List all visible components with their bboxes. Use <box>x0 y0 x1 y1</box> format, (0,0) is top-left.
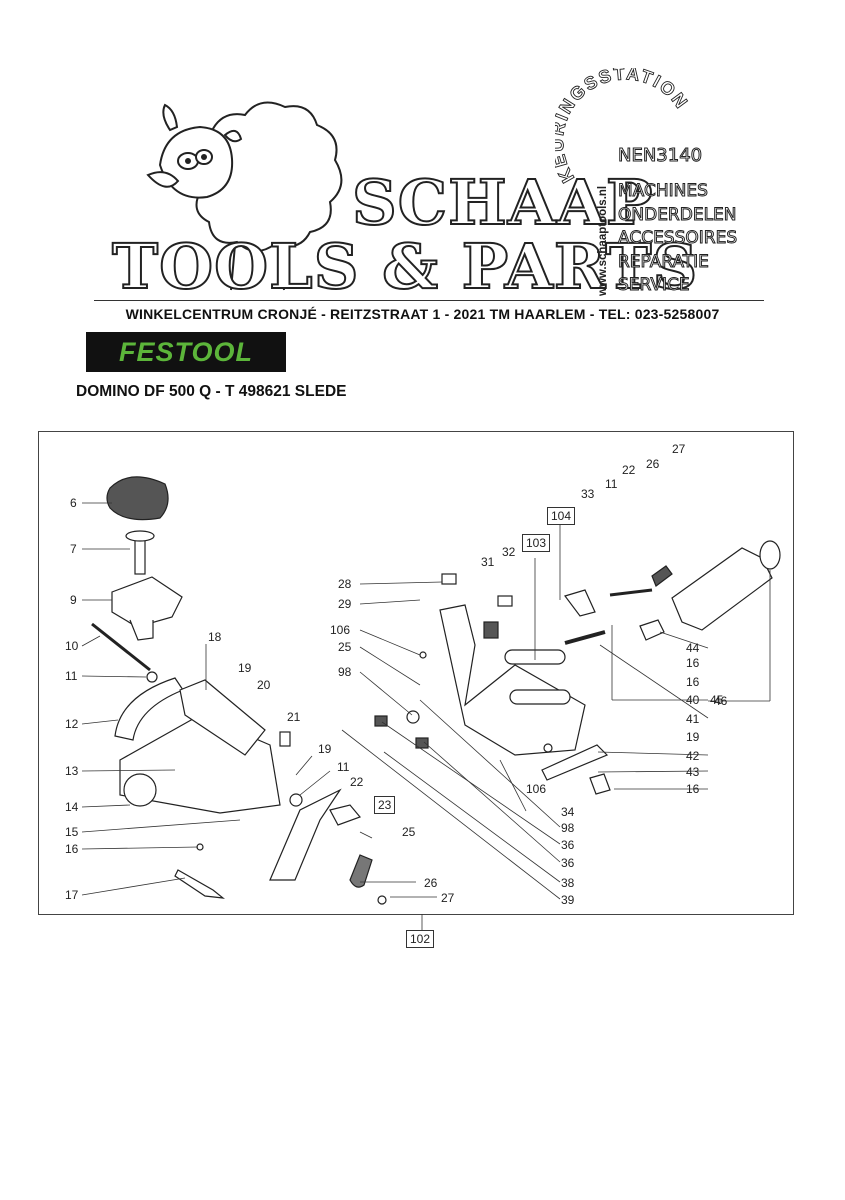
part-label: 41 <box>686 712 700 726</box>
part-label: 12 <box>65 717 79 731</box>
part-label: 46 <box>714 694 728 708</box>
part-label: 27 <box>672 442 686 456</box>
part-label: 10 <box>65 639 79 653</box>
station-norm: NEN3140 <box>617 145 703 167</box>
part-label: 33 <box>581 487 595 501</box>
sheep-logo <box>140 95 360 295</box>
part-label-boxed: 104 <box>547 507 576 525</box>
part-label: 29 <box>338 597 352 611</box>
part-label: 21 <box>287 710 301 724</box>
part-label: 36 <box>561 856 575 870</box>
product-title: DOMINO DF 500 Q - T 498621 SLEDE <box>76 383 347 400</box>
part-label: 6 <box>70 496 77 510</box>
service-item: ONDERDELEN <box>617 204 737 225</box>
part-label: 39 <box>561 893 575 907</box>
website-text: www.schaaptools.nl <box>597 186 609 297</box>
part-label: 27 <box>441 891 455 905</box>
part-label: 36 <box>561 838 575 852</box>
part-label: 32 <box>502 545 516 559</box>
brand-title-tools-parts: TOOLS & PARTS <box>111 230 699 303</box>
part-label: 11 <box>605 477 618 491</box>
part-label: 31 <box>481 555 495 569</box>
part-label: 25 <box>338 640 352 654</box>
part-label-boxed: 103 <box>522 534 551 552</box>
part-label: 26 <box>424 876 438 890</box>
part-label: 43 <box>686 765 700 779</box>
service-item: SERVICE <box>617 275 690 296</box>
shop-address: WINKELCENTRUM CRONJÉ - REITZSTRAAT 1 - 2… <box>125 306 720 322</box>
part-label: 28 <box>338 577 352 591</box>
part-label: 20 <box>257 678 271 692</box>
brand-title-schaap: SCHAAP <box>351 166 654 239</box>
festool-logo-box <box>86 332 286 372</box>
assembly-label: 102 <box>406 930 435 948</box>
part-label: 45 <box>710 693 724 707</box>
part-label: 44 <box>686 641 700 655</box>
part-label: 26 <box>646 457 660 471</box>
part-label: 106 <box>526 782 547 796</box>
part-label: 16 <box>65 842 79 856</box>
header-divider <box>94 300 764 301</box>
part-label: 16 <box>686 675 700 689</box>
part-label-boxed: 23 <box>374 796 396 814</box>
part-label: 19 <box>686 730 700 744</box>
part-label: 9 <box>70 593 77 607</box>
part-label: 13 <box>65 764 79 778</box>
part-label: 11 <box>337 760 350 774</box>
part-label: 19 <box>318 742 332 756</box>
services-list: MACHINES ONDERDELEN ACCESSOIRES REPARATI… <box>617 180 738 298</box>
service-item: MACHINES <box>617 181 708 202</box>
part-label: 18 <box>208 630 222 644</box>
part-label: 25 <box>402 825 416 839</box>
part-label: 40 <box>686 693 700 707</box>
exploded-diagram-frame <box>38 431 794 915</box>
part-label: 15 <box>65 825 79 839</box>
part-label: 16 <box>686 782 700 796</box>
keuringsstation-arc: KEURINGSSTATION <box>546 63 705 198</box>
part-label: 98 <box>338 665 352 679</box>
part-label: 19 <box>238 661 252 675</box>
part-label: 17 <box>65 888 79 902</box>
service-item: ACCESSOIRES <box>617 228 738 249</box>
part-label: 16 <box>686 656 700 670</box>
part-label: 14 <box>65 800 79 814</box>
website-vertical: www.schaaptools.nl <box>592 178 612 298</box>
part-label: 42 <box>686 749 700 763</box>
part-label: 38 <box>561 876 575 890</box>
part-label: 7 <box>70 542 77 556</box>
part-label: 22 <box>350 775 364 789</box>
part-label: 11 <box>65 669 78 683</box>
part-label: 106 <box>330 623 351 637</box>
service-item: REPARATIE <box>617 251 709 272</box>
festool-logo: FESTOOL <box>118 337 253 367</box>
part-label: 34 <box>561 805 575 819</box>
part-label: 22 <box>622 463 636 477</box>
part-label: 98 <box>561 821 575 835</box>
